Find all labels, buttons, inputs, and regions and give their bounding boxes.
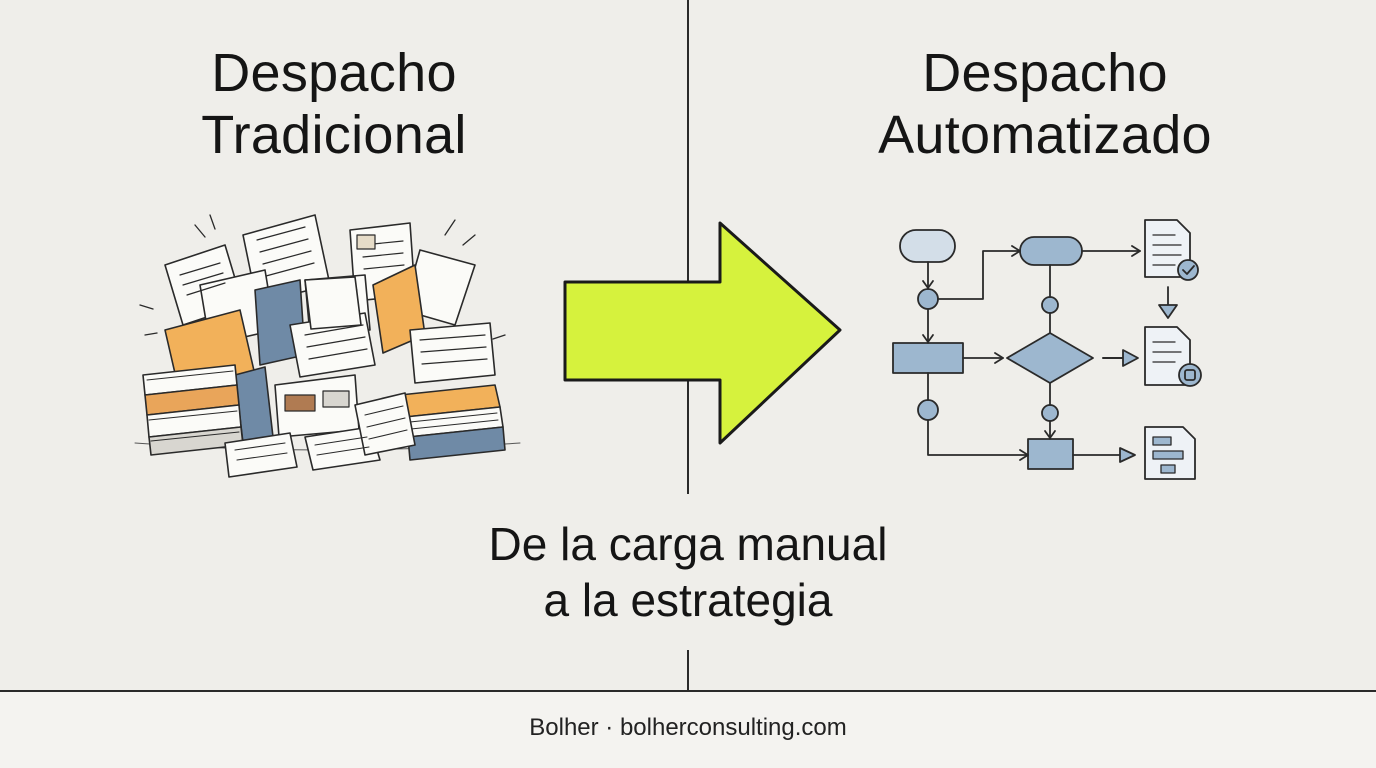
title-traditional: Despacho Tradicional	[134, 42, 534, 166]
title-traditional-line2: Tradicional	[201, 105, 467, 165]
paper-pile-icon	[134, 214, 521, 478]
center-divider-top	[687, 0, 689, 494]
footer-credit: Bolher · bolherconsulting.com	[529, 714, 847, 741]
title-automated-line2: Automatizado	[878, 105, 1212, 165]
title-traditional-line1: Despacho	[211, 43, 457, 103]
footer-band	[0, 692, 1376, 768]
footer-rule	[0, 690, 1376, 692]
arrow-right-icon	[563, 221, 842, 445]
caption-line1: De la carga manual	[488, 518, 888, 570]
title-automated: Despacho Automatizado	[820, 42, 1270, 166]
center-divider-bottom	[687, 650, 689, 691]
title-automated-line1: Despacho	[922, 43, 1168, 103]
caption: De la carga manual a la estrategia	[388, 516, 988, 628]
caption-line2: a la estrategia	[543, 574, 833, 626]
flowchart-icon	[892, 219, 1202, 480]
